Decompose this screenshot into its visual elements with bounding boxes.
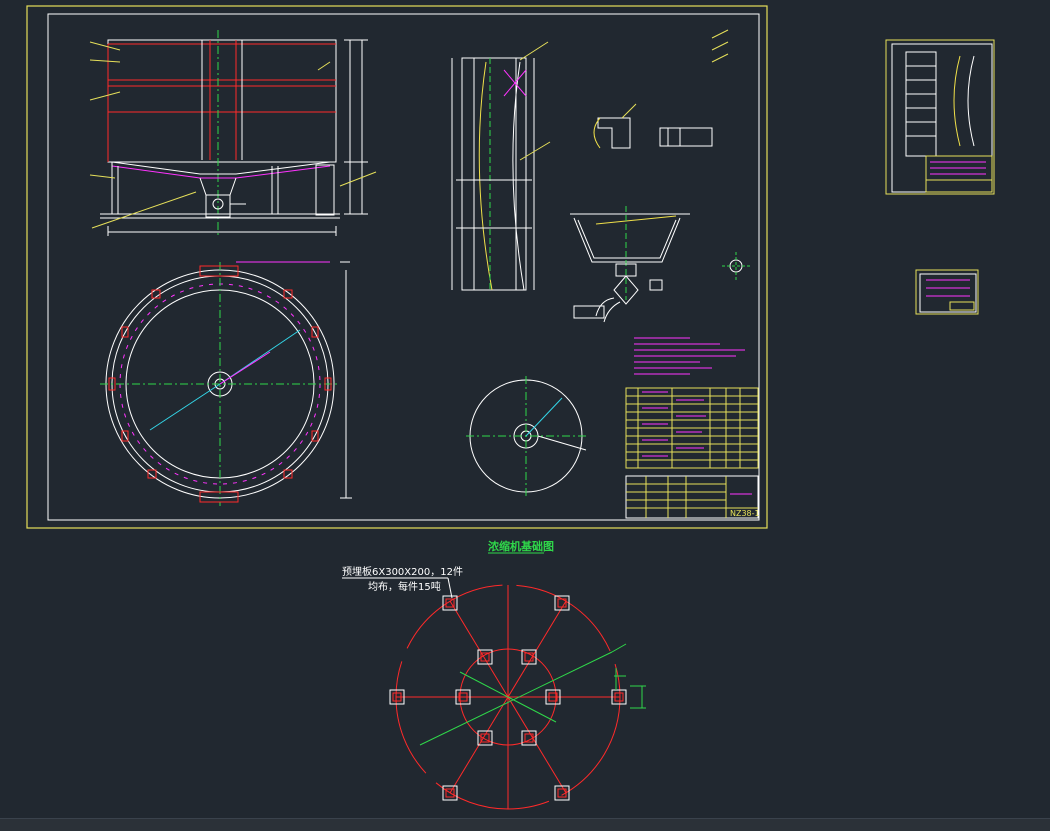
embed-plate-note-2: 均布，每件15吨 (368, 580, 441, 593)
parts-list-table: NZ38-1 (625, 387, 760, 519)
technical-notes (634, 337, 745, 375)
thickener-plan-view (100, 261, 352, 506)
embed-plate-note: 预埋板6X300X200，12件 (342, 565, 463, 578)
foundation-title: 浓缩机基础图 (488, 539, 554, 553)
foundation-plan: 浓缩机基础图 预埋板6X300X200，12件 均布，每件15吨 (342, 539, 646, 810)
status-bar (0, 818, 1050, 831)
main-sheet (26, 5, 768, 529)
thumbnail-sheet-2[interactable] (915, 269, 979, 315)
rake-plan-view (466, 376, 587, 496)
side-section-view (451, 41, 551, 291)
drawing-number: NZ38-1 (730, 509, 760, 518)
detail-views (570, 29, 750, 323)
thickener-elevation-view (89, 30, 377, 236)
thumbnail-sheet-1[interactable] (885, 39, 995, 195)
